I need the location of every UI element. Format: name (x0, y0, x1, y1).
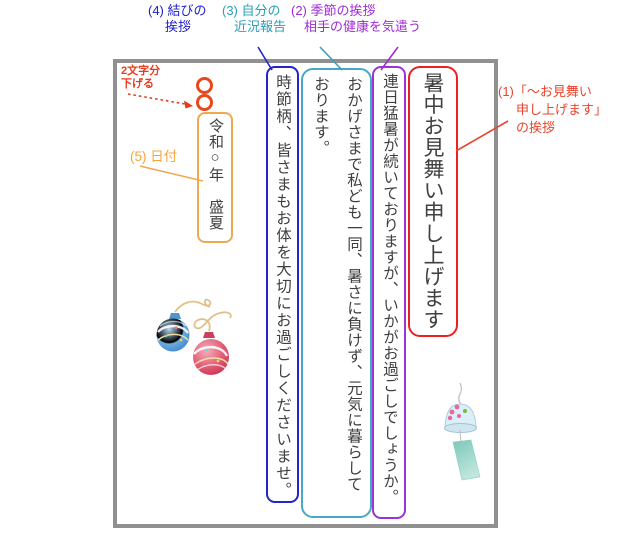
status-report-line1: おかげさまで私ども一同、暑さに負けず、元気に暮らして (345, 76, 362, 492)
greeting-text-column: 暑中お見舞い申し上げます (408, 66, 458, 337)
postcard: 2文字分 下げる (5) 日付 令和○年 盛夏 時節柄、皆さまもお体を大切にお過… (113, 59, 498, 528)
report-annotation-line2: 近況報告 (234, 19, 287, 34)
indent-note-line1: 2文字分 (121, 65, 161, 77)
greeting-annotation-line1: (1)「～お見舞い (498, 84, 592, 99)
greeting-annotation-line2: 申し上げます」 (516, 102, 608, 117)
seasonal-greeting-column: 連日猛暑が続いておりますが、いかがお過ごしでしょうか。 (372, 66, 406, 519)
closing-annotation-line2: 挨拶 (165, 19, 192, 34)
date-column: 令和○年 盛夏 (197, 112, 233, 243)
seasonal-annotation-line2: 相手の健康を気遣う (304, 19, 422, 34)
report-annotation: (3) 自分の 近況報告 (222, 3, 286, 35)
status-report-line2: おります。 (312, 76, 329, 156)
closing-remark-column: 時節柄、皆さまもお体を大切にお過ごしくださいませ。 (266, 66, 299, 503)
indent-note-line2: 下げる (121, 78, 154, 90)
circle-mark (196, 77, 213, 94)
report-annotation-line1: (3) 自分の (222, 3, 281, 18)
greeting-annotation: (1)「～お見舞い 申し上げます」 の挨拶 (498, 83, 630, 137)
status-report-column: おかげさまで私ども一同、暑さに負けず、元気に暮らしております。 (301, 68, 372, 518)
greeting-annotation-line3: の挨拶 (516, 120, 556, 135)
closing-annotation-line1: (4) 結びの (148, 3, 207, 18)
seasonal-annotation-line1: (2) 季節の挨拶 (291, 3, 376, 18)
closing-annotation: (4) 結びの 挨拶 (148, 3, 207, 35)
circle-mark (196, 94, 213, 111)
date-annotation: (5) 日付 (130, 149, 178, 164)
indent-instruction-note: 2文字分 下げる (121, 65, 160, 91)
seasonal-annotation: (2) 季節の挨拶 相手の健康を気遣う (291, 3, 421, 35)
